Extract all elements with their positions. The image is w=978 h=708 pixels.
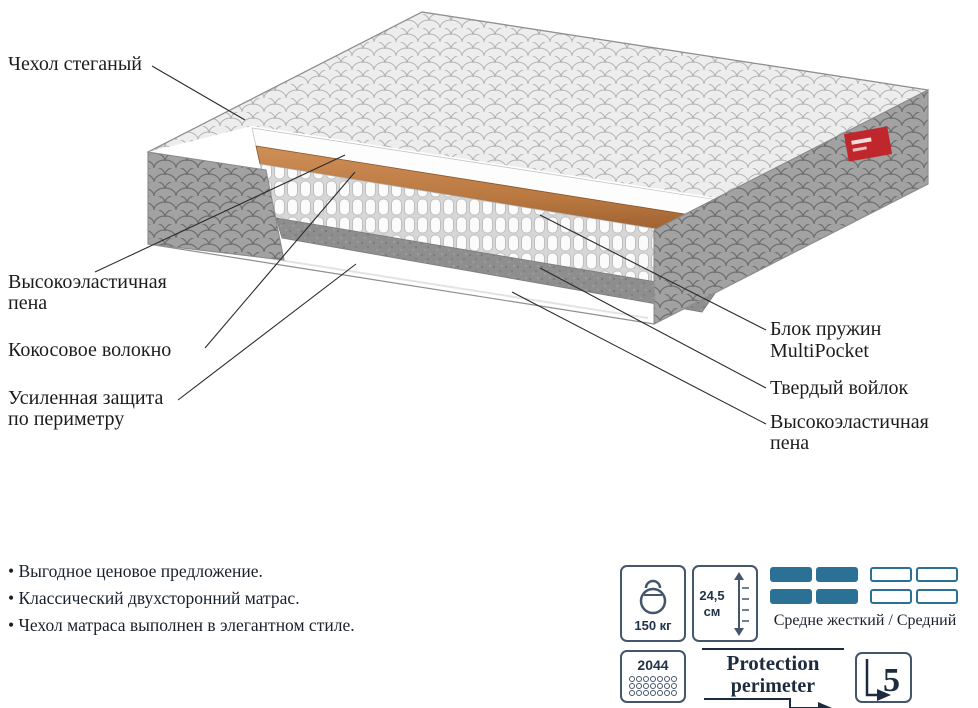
protection-perimeter: Protection perimeter — [698, 648, 848, 708]
spring-dot — [664, 676, 670, 682]
brand-tag — [843, 126, 893, 162]
feature-item: • Выгодное ценовое предложение. — [8, 561, 263, 581]
spring-dot — [636, 690, 642, 696]
leader-felt — [539, 267, 767, 389]
firmness-segment — [916, 567, 958, 582]
protection-top-rule — [702, 648, 844, 650]
spring-dot — [671, 690, 677, 696]
spring-dot — [657, 676, 663, 682]
protection-text-1: Protection — [726, 651, 820, 675]
label-perimeter-2: по периметру — [8, 408, 124, 430]
kettlebell-icon — [639, 579, 667, 614]
label-foam-left-2: пена — [8, 292, 47, 314]
firmness-segment — [816, 589, 858, 604]
felt-layer — [275, 217, 717, 313]
firmness-bars — [770, 567, 962, 604]
label-foam-right-1: Высокоэластичная — [770, 411, 929, 433]
leader-cover — [151, 65, 246, 121]
spring-dot — [636, 683, 642, 689]
firmness-segment — [870, 589, 912, 604]
label-coconut: Кокосовое волокно — [8, 339, 171, 361]
spring-dot — [650, 683, 656, 689]
firmness-row — [770, 567, 962, 582]
leader-foam-right — [511, 291, 767, 425]
diagram-labels: Чехол стеганый Высокоэластичная пена Кок… — [8, 53, 929, 454]
firmness-segment — [870, 567, 912, 582]
leader-coconut — [204, 171, 356, 349]
spring-dot — [629, 683, 635, 689]
springs-count-value: 2044 — [637, 657, 669, 673]
firmness-segment — [770, 589, 812, 604]
height-arrow-icon — [733, 571, 749, 636]
firmness-row — [770, 589, 962, 604]
leader-lines — [94, 65, 767, 425]
weight-value: 150 кг — [634, 617, 672, 633]
label-foam-left-1: Высокоэластичная — [8, 271, 167, 293]
label-felt: Твердый войлок — [770, 377, 908, 399]
height-value: 24,5 см — [699, 588, 724, 620]
leader-foam-left — [94, 154, 346, 273]
warranty-icon: 5 — [865, 658, 900, 701]
leader-perimeter — [177, 263, 357, 401]
springs-count-box: 2044 — [620, 650, 686, 703]
label-cover: Чехол стеганый — [8, 53, 142, 75]
label-springs-1: Блок пружин — [770, 318, 882, 340]
feature-list: • Выгодное ценовое предложение. • Класси… — [8, 558, 355, 639]
springs-dots — [629, 676, 677, 696]
firmness-segment — [770, 567, 812, 582]
spring-dot — [664, 683, 670, 689]
firmness-indicator: Средне жесткий / Средний — [770, 567, 962, 630]
perimeter-arrow-icon — [704, 698, 832, 708]
protection-text-2: perimeter — [730, 675, 816, 697]
firmness-segment — [816, 567, 858, 582]
label-foam-right-2: пена — [770, 432, 809, 454]
spring-dot — [643, 683, 649, 689]
height-unit: см — [703, 603, 721, 619]
leader-springs — [539, 214, 767, 331]
label-perimeter-1: Усиленная защита — [8, 387, 164, 409]
spring-dot — [650, 690, 656, 696]
spring-dot — [636, 676, 642, 682]
spring-dot — [657, 690, 663, 696]
height-box: 24,5 см — [692, 565, 758, 642]
spring-dot — [643, 676, 649, 682]
spring-dot — [664, 690, 670, 696]
spring-dot — [650, 676, 656, 682]
height-number: 24,5 — [699, 587, 725, 603]
spring-dot — [629, 676, 635, 682]
weight-capacity-box: 150 кг — [620, 565, 686, 642]
spring-dot — [629, 690, 635, 696]
spring-dot — [671, 683, 677, 689]
spring-dot — [643, 690, 649, 696]
firmness-caption: Средне жесткий / Средний — [773, 612, 957, 629]
firmness-segment — [916, 589, 958, 604]
mattress-diagram: Чехол стеганый Высокоэластичная пена Кок… — [8, 11, 930, 454]
feature-item: • Классический двухсторонний матрас. — [8, 588, 300, 608]
label-springs-2: MultiPocket — [770, 340, 869, 362]
feature-item: • Чехол матраса выполнен в элегантном ст… — [8, 615, 355, 635]
spring-dot — [671, 676, 677, 682]
warranty-years: 5 — [883, 662, 900, 699]
spring-dot — [657, 683, 663, 689]
warranty-box: 5 — [855, 652, 912, 703]
mattress-outline — [147, 11, 929, 325]
